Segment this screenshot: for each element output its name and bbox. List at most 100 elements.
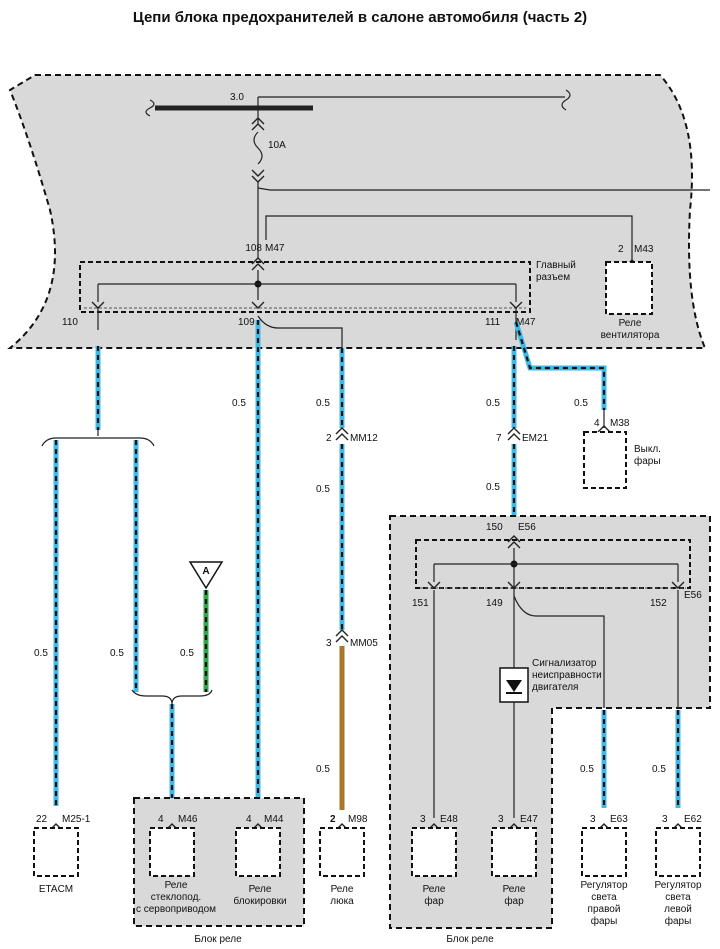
reg-right-box: [581, 827, 627, 877]
indicator-label-3: двигателя: [532, 682, 578, 693]
lock-relay-box: [235, 827, 281, 877]
wire-size-e62: 0.5: [652, 764, 666, 775]
reg-right-conn: E63: [610, 814, 628, 825]
indicator-label-2: неисправности: [532, 670, 602, 681]
lock-relay-pin: 4: [246, 814, 252, 825]
mm05-name: MM05: [350, 638, 378, 649]
engine-relay-block-region: [389, 515, 711, 929]
main-pin-111: 111: [485, 317, 501, 328]
head-relay-2-label-1: Реле: [503, 884, 526, 895]
head-relay-1-label-1: Реле: [423, 884, 446, 895]
etacm-conn: M25-1: [62, 814, 91, 825]
connector-mm05: [335, 629, 349, 643]
etacm-pin: 22: [36, 814, 48, 825]
wire-size-em21-top: 0.5: [486, 398, 500, 409]
mm12-name: MM12: [350, 433, 378, 444]
window-relay-box: [149, 827, 195, 877]
etacm-box: [33, 827, 79, 877]
reg-left-label-2: света: [665, 892, 691, 903]
engine-pin-150: 150: [486, 522, 503, 533]
wire-to-right-edge: [257, 187, 710, 191]
main-connector-label-2: разъем: [536, 272, 570, 283]
wire-110-branch: [41, 430, 155, 447]
window-relay-conn: M46: [178, 814, 198, 825]
left-relay-block-label: Блок реле: [194, 934, 242, 945]
sunroof-relay-pin: 2: [330, 814, 336, 825]
mm05-pin: 3: [326, 638, 332, 649]
sunroof-relay-conn: M98: [348, 814, 368, 825]
reg-left-label-4: фары: [665, 915, 692, 927]
em21-pin: 7: [496, 433, 502, 444]
fuse-rating: 10A: [268, 140, 286, 151]
wire-149-branch: [513, 595, 605, 708]
wire-size-ground: 0.5: [180, 648, 194, 659]
engine-pin-152: 152: [650, 598, 667, 609]
fan-relay-box: [605, 261, 653, 315]
headlamp-switch-label-1: Выкл.: [634, 444, 661, 455]
reg-left-box: [655, 827, 701, 877]
engine-pin-151-arrow: [427, 581, 441, 589]
reg-right-label-4: фары: [591, 915, 618, 927]
main-conn-m47-top: M47: [265, 243, 285, 254]
headlamp-switch-box: [583, 431, 627, 489]
reg-right-label-2: света: [591, 892, 617, 903]
ground-a-symbol: [188, 561, 224, 590]
head-relay-1-label-2: фар: [424, 895, 444, 907]
page-title: Цепи блока предохранителей в салоне авто…: [133, 9, 587, 26]
reg-left-label-3: левой: [664, 904, 692, 915]
engine-conn-e56-top: E56: [518, 522, 536, 533]
main-pin-108: 108: [245, 243, 262, 254]
wire-size-etacm: 0.5: [34, 648, 48, 659]
bus-break-right: [561, 89, 571, 111]
fan-relay-pin: 2: [618, 244, 624, 255]
head-relay-2-conn: E47: [520, 814, 538, 825]
wire-size-m38: 0.5: [574, 398, 588, 409]
window-relay-pin: 4: [158, 814, 164, 825]
engine-conn-e56-right: E56: [684, 590, 702, 601]
right-relay-block-label: Блок реле: [446, 934, 494, 945]
sunroof-relay-label-1: Реле: [331, 884, 354, 895]
sunroof-relay-box: [319, 827, 365, 877]
lock-relay-conn: M44: [264, 814, 284, 825]
lock-relay-label-2: блокировки: [233, 895, 286, 907]
engine-pin-149: 149: [486, 598, 503, 609]
reg-left-label-1: Регулятор: [654, 880, 701, 891]
bus-label: 3.0: [230, 92, 244, 103]
fan-relay-label-1: Реле: [619, 318, 642, 329]
window-relay-label-1: Реле: [165, 880, 188, 891]
wire-window-merge: [131, 689, 213, 705]
wire-size-em21-bottom: 0.5: [486, 482, 500, 493]
main-pin-110: 110: [62, 317, 78, 328]
wire-size-mm12-bottom: 0.5: [316, 484, 330, 495]
m38-pin: 4: [594, 418, 600, 429]
wire-size-window: 0.5: [110, 648, 124, 659]
window-relay-label-3: с сервоприводом: [136, 904, 216, 915]
m38-name: M38: [610, 418, 630, 429]
wire-109-branch: [257, 315, 343, 348]
fuse-element: [253, 131, 263, 165]
head-relay-1-box: [411, 827, 457, 877]
fuse-connector-top: [251, 117, 265, 131]
reg-right-pin: 3: [590, 814, 596, 825]
head-relay-1-conn: E48: [440, 814, 458, 825]
wire-m38-dash: [514, 321, 606, 410]
connector-em21: [507, 427, 521, 441]
main-pin-109: 109: [238, 317, 255, 328]
fuse-box-region: [7, 74, 707, 349]
engine-pin-151: 151: [412, 598, 429, 609]
headlamp-switch-label-2: фары: [634, 455, 661, 467]
wire-size-m44: 0.5: [232, 398, 246, 409]
head-relay-2-box: [491, 827, 537, 877]
ground-a-label: A: [202, 566, 209, 577]
main-connector-pin-108: [251, 257, 265, 271]
window-relay-label-2: стеклопод.: [151, 892, 201, 903]
main-connector-box: [79, 261, 531, 313]
lock-relay-label-1: Реле: [249, 884, 272, 895]
main-pin-109-arrow: [251, 301, 265, 309]
mm12-pin: 2: [326, 433, 332, 444]
wire-size-m98: 0.5: [316, 764, 330, 775]
wire-size-e63: 0.5: [580, 764, 594, 775]
fan-relay-label-2: вентилятора: [601, 330, 660, 341]
connector-mm12: [335, 427, 349, 441]
